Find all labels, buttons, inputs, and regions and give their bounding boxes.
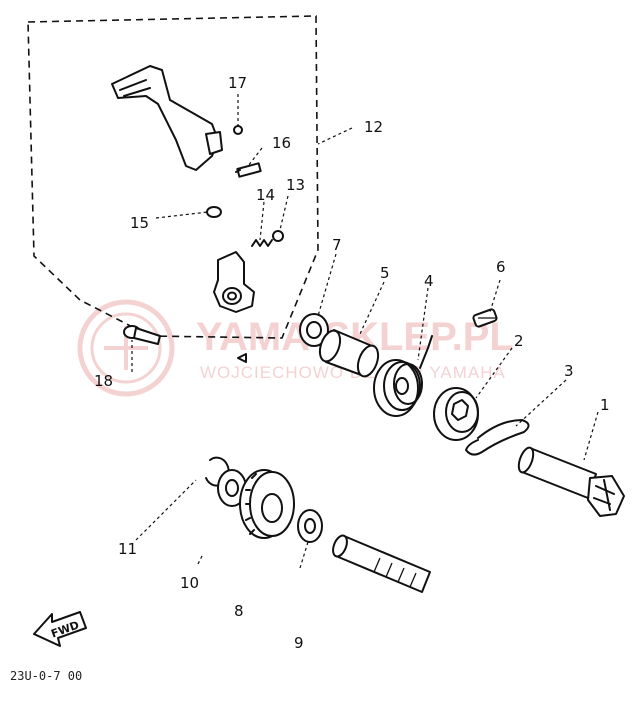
callout-17: 17: [228, 74, 247, 92]
callout-7: 7: [332, 236, 342, 254]
watermark: YAMA-SKLEP.PL WOJCIECHOWO DEALER YAMAHA: [77, 299, 514, 397]
kick-boss-part: [213, 251, 255, 313]
callout-15: 15: [130, 214, 149, 232]
callout-18: 18: [94, 372, 113, 390]
callout-6: 6: [496, 258, 506, 276]
callout-8: 8: [234, 602, 244, 620]
leader-lines: [131, 94, 599, 569]
callout-5: 5: [380, 264, 390, 282]
callout-12: 12: [364, 118, 383, 136]
part-4-torsion-spring: [373, 335, 433, 417]
part-18-bolt: [123, 325, 161, 345]
callout-3: 3: [564, 362, 574, 380]
part-3-clip: [465, 419, 530, 456]
small-mark-icon: [237, 353, 247, 363]
subassembly-12-boundary: [27, 15, 319, 339]
callout-2: 2: [514, 332, 524, 350]
kick-crank-lever-part: [111, 65, 223, 171]
part-13-plug: [272, 230, 284, 242]
part-14-spring: [251, 239, 273, 247]
watermark-logo-icon: [77, 299, 175, 397]
callout-14: 14: [256, 186, 275, 204]
callout-1: 1: [600, 396, 610, 414]
diagram-code: 23U-0-7 00: [10, 669, 82, 683]
part-2-ratchet-wheel: [433, 387, 479, 441]
part-5-bushing: [318, 329, 380, 378]
fwd-arrow-icon: FWD: [33, 611, 87, 647]
part-17-clip: [233, 125, 243, 135]
part-1-kick-axle: [517, 446, 625, 517]
part-16-bolt: [235, 162, 262, 178]
callout-labels: 1 2 3 4 5 6 7 8 9 10 11 12 13 14 15 16 1…: [94, 74, 610, 652]
part-15-ball: [206, 206, 222, 218]
callout-11: 11: [118, 540, 137, 558]
part-8-kick-gear: [239, 469, 295, 539]
part-6-pin: [472, 308, 498, 328]
callout-10: 10: [180, 574, 199, 592]
part-9-washer: [297, 509, 323, 543]
callout-16: 16: [272, 134, 291, 152]
callout-4: 4: [424, 272, 434, 290]
callout-13: 13: [286, 176, 305, 194]
callout-9: 9: [294, 634, 304, 652]
shaft-part: [332, 534, 431, 593]
part-7-oil-seal: [299, 313, 329, 347]
